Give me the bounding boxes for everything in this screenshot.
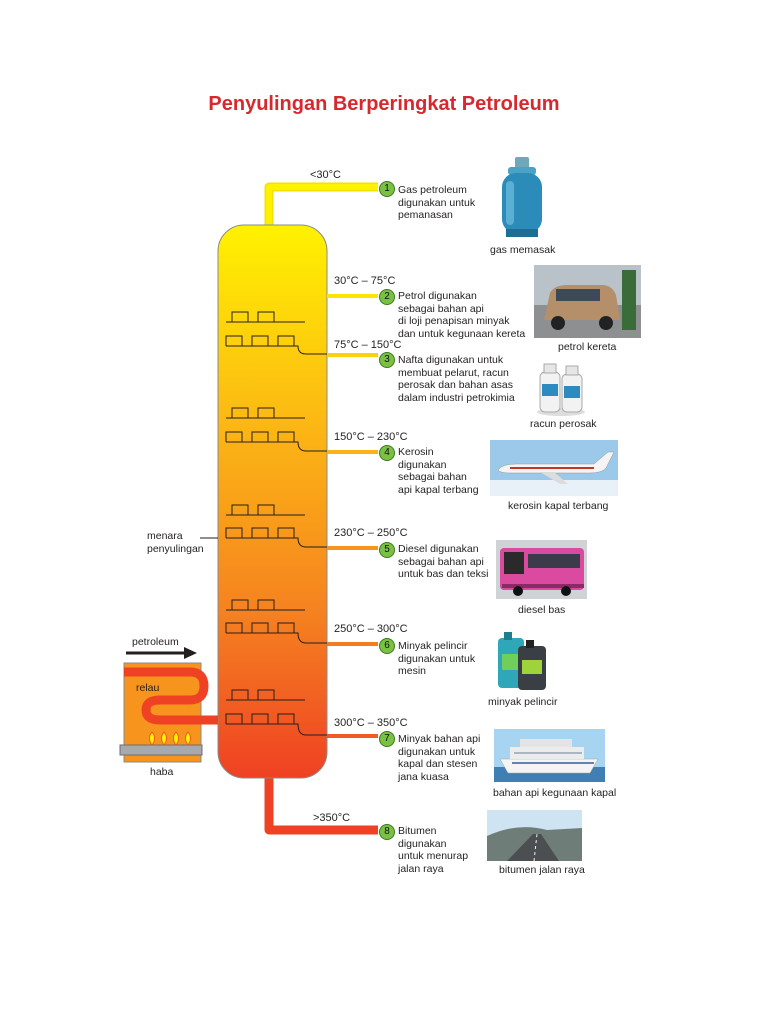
temperature-label: 250°C – 300°C [334, 623, 408, 635]
photo-caption: bahan api kegunaan kapal [493, 787, 617, 799]
fraction-number-badge: 8 [379, 824, 395, 840]
lubricant-bottles-photo [496, 630, 548, 692]
side-outlets [327, 294, 378, 738]
pesticide-bottles-photo [536, 360, 586, 416]
photo-caption: diesel bas [518, 604, 566, 616]
fraction-number-badge: 3 [379, 352, 395, 368]
fraction-description: Diesel digunakan sebagai bahan api untuk… [398, 543, 489, 580]
heat-label: haba [150, 766, 174, 778]
distillation-column [217, 224, 328, 779]
furnace-coil [124, 667, 218, 725]
outlet-pipe-8 [264, 770, 378, 835]
car-refuel-photo [534, 265, 641, 338]
cruise-ship-photo [494, 729, 605, 782]
petroleum-label: petroleum [132, 636, 179, 648]
tower-label: menara penyulingan [147, 530, 204, 555]
fraction-number-badge: 2 [379, 289, 395, 305]
temperature-label: <30°C [310, 169, 342, 181]
temperature-label: >350°C [313, 812, 351, 824]
photo-caption: minyak pelincir [488, 696, 558, 708]
fraction-description: Minyak bahan api digunakan untuk kapal d… [398, 733, 481, 783]
road-photo [487, 810, 582, 861]
furnace-heat-pad [119, 744, 203, 756]
fraction-number-badge: 5 [379, 542, 395, 558]
fraction-number-badge: 1 [379, 181, 395, 197]
fraction-description: Gas petroleum digunakan untuk pemanasan [398, 184, 476, 221]
diagram-title: Penyulingan Berperingkat Petroleum [208, 93, 560, 115]
fraction-number-badge: 6 [379, 638, 395, 654]
fraction-description: Bitumen digunakan untuk menurap jalan ra… [398, 825, 469, 875]
photo-caption: petrol kereta [558, 341, 617, 353]
airplane-photo [490, 440, 618, 496]
furnace-label: relau [136, 682, 160, 694]
photo-caption: kerosin kapal terbang [508, 500, 609, 512]
photo-caption: racun perosak [530, 418, 597, 430]
fraction-description: Nafta digunakan untuk membuat pelarut, r… [398, 354, 515, 404]
bus-photo [496, 540, 587, 599]
gas-cylinder-photo [498, 155, 546, 240]
fraction-description: Kerosin digunakan sebagai bahan api kapa… [398, 446, 479, 496]
temperature-label: 75°C – 150°C [334, 339, 402, 351]
photo-caption: bitumen jalan raya [499, 864, 585, 876]
temperature-label: 30°C – 75°C [334, 275, 396, 287]
column-trays [225, 311, 327, 736]
temperature-label: 300°C – 350°C [334, 717, 408, 729]
fraction-description: Minyak pelincir digunakan untuk mesin [398, 640, 476, 677]
fraction-description: Petrol digunakan sebagai bahan api di lo… [398, 290, 526, 340]
photo-caption: gas memasak [490, 244, 556, 256]
temperature-label: 230°C – 250°C [334, 527, 408, 539]
fraction-number-badge: 7 [379, 731, 395, 747]
temperature-label: 150°C – 230°C [334, 431, 408, 443]
fraction-number-badge: 4 [379, 445, 395, 461]
flames [149, 731, 191, 746]
petroleum-arrow-icon [126, 647, 197, 659]
